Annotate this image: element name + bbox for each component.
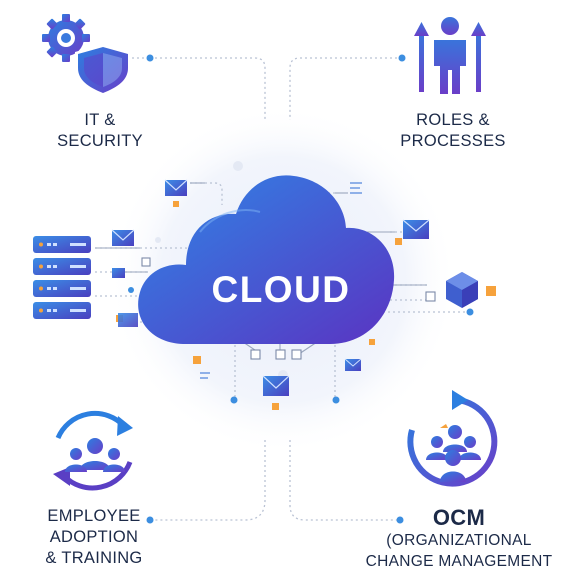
- roles-processes-label: ROLES & PROCESSES: [393, 110, 513, 152]
- connector-dots: [128, 54, 474, 524]
- ocm-label: OCM (ORGANIZATIONAL CHANGE MANAGEMENT: [356, 506, 562, 572]
- server-stack-icon: [33, 236, 91, 319]
- label-line: IT &: [84, 111, 116, 129]
- node-squares: [141, 257, 436, 360]
- gear-shield-icon: [42, 14, 131, 96]
- label-line: CHANGE MANAGEMENT: [365, 553, 553, 570]
- envelope-icon: [111, 229, 135, 246]
- label-line: ADOPTION: [49, 528, 139, 546]
- envelope-icon: [262, 375, 290, 396]
- cloud-label: CLOUD: [211, 269, 351, 310]
- document-lines-icon: [200, 182, 362, 379]
- small-screen-icon: [112, 268, 125, 278]
- label-line: (ORGANIZATIONAL: [386, 532, 532, 549]
- cloud-shape: [138, 175, 395, 344]
- envelope-icon: [118, 313, 138, 327]
- person-arrows-icon: [414, 17, 486, 94]
- label-line: EMPLOYEE: [47, 507, 141, 525]
- envelope-icon: [164, 179, 188, 196]
- cube-icon: [446, 272, 478, 308]
- envelope-icon: [344, 358, 362, 371]
- label-line: & TRAINING: [45, 549, 143, 567]
- label-line: OCM: [432, 505, 486, 530]
- label-line: PROCESSES: [400, 132, 506, 150]
- employee-adoption-label: EMPLOYEE ADOPTION & TRAINING: [34, 506, 154, 569]
- team-cycle-icon: [407, 390, 498, 487]
- it-security-label: IT & SECURITY: [42, 110, 158, 152]
- envelope-icon: [402, 219, 430, 239]
- label-line: SECURITY: [57, 132, 143, 150]
- label-line: ROLES &: [416, 111, 490, 129]
- people-cycle-icon: [53, 411, 133, 491]
